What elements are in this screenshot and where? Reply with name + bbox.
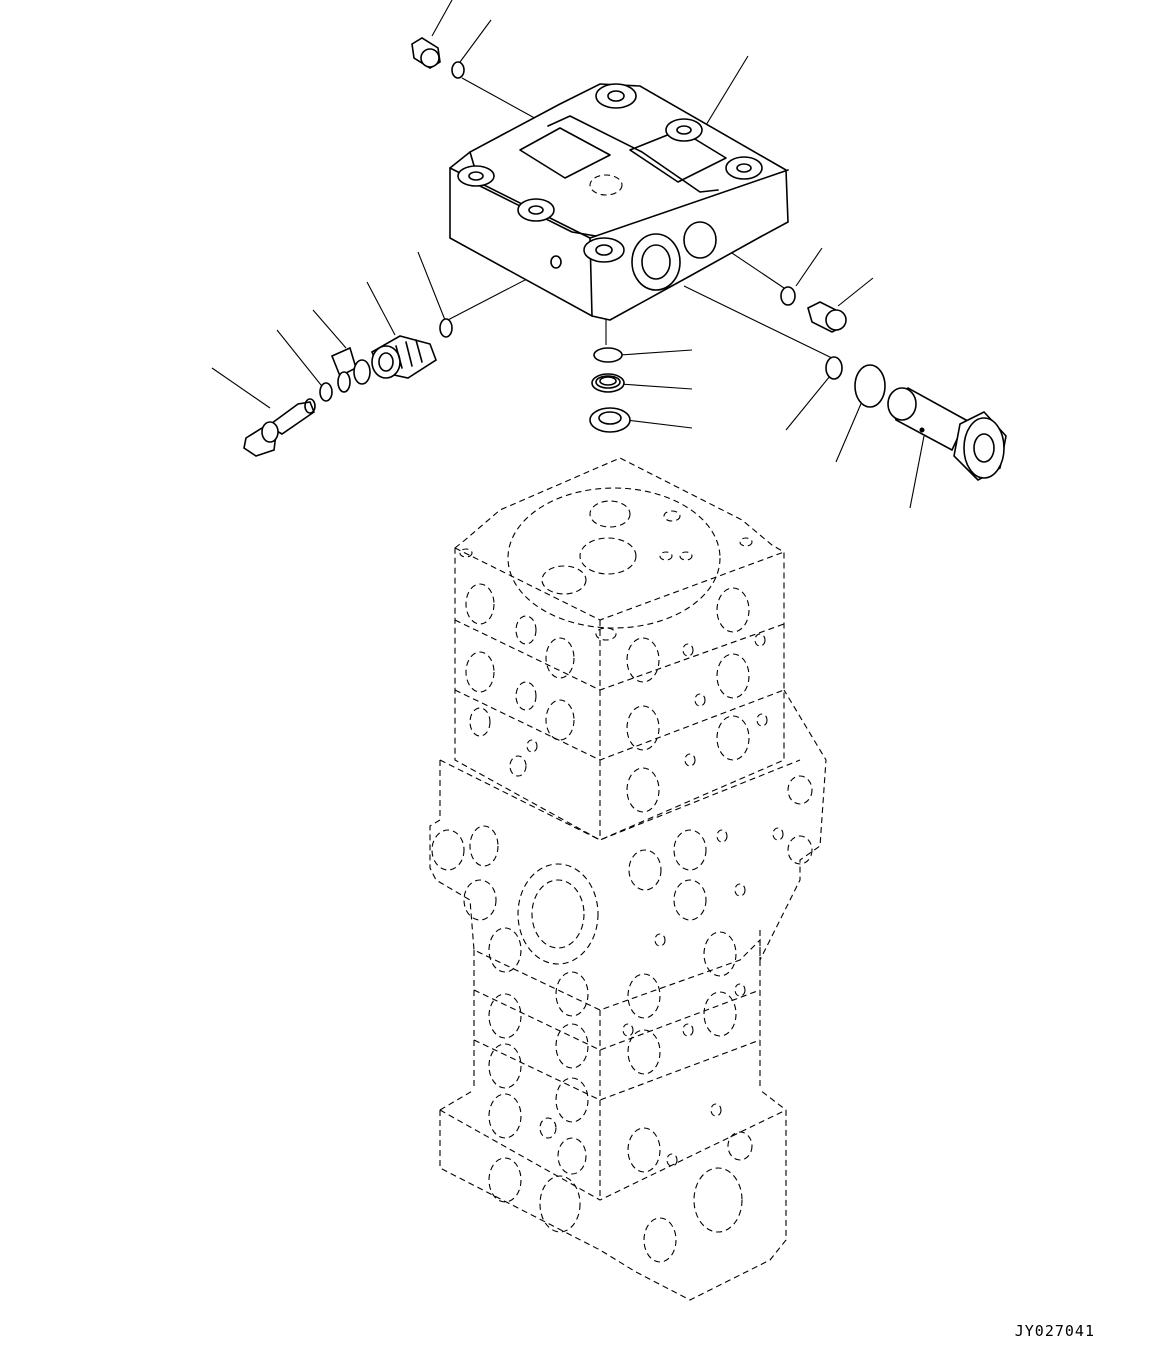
backup-ring-tag xyxy=(330,346,371,385)
washer xyxy=(589,407,631,433)
o-ring-center xyxy=(593,347,623,363)
control-valve-body-phantom xyxy=(429,457,827,1301)
spring-seat xyxy=(591,373,625,393)
snap-ring xyxy=(319,382,333,402)
valve-cover-block xyxy=(449,83,789,321)
o-ring-spool-large xyxy=(854,364,886,408)
drawing-id-label: JY027041 xyxy=(1014,1322,1095,1340)
o-ring-right xyxy=(780,286,796,306)
plug-top xyxy=(411,37,441,69)
o-ring-top xyxy=(451,61,465,79)
spool-cartridge xyxy=(887,387,1007,481)
solenoid-bolt xyxy=(243,398,316,457)
o-ring-left xyxy=(439,318,453,338)
o-ring-spool-small xyxy=(825,356,843,380)
valve-fitting xyxy=(370,335,437,379)
plug-right xyxy=(807,301,847,333)
o-ring-small-left xyxy=(337,371,351,393)
callout-leaders xyxy=(211,0,925,509)
